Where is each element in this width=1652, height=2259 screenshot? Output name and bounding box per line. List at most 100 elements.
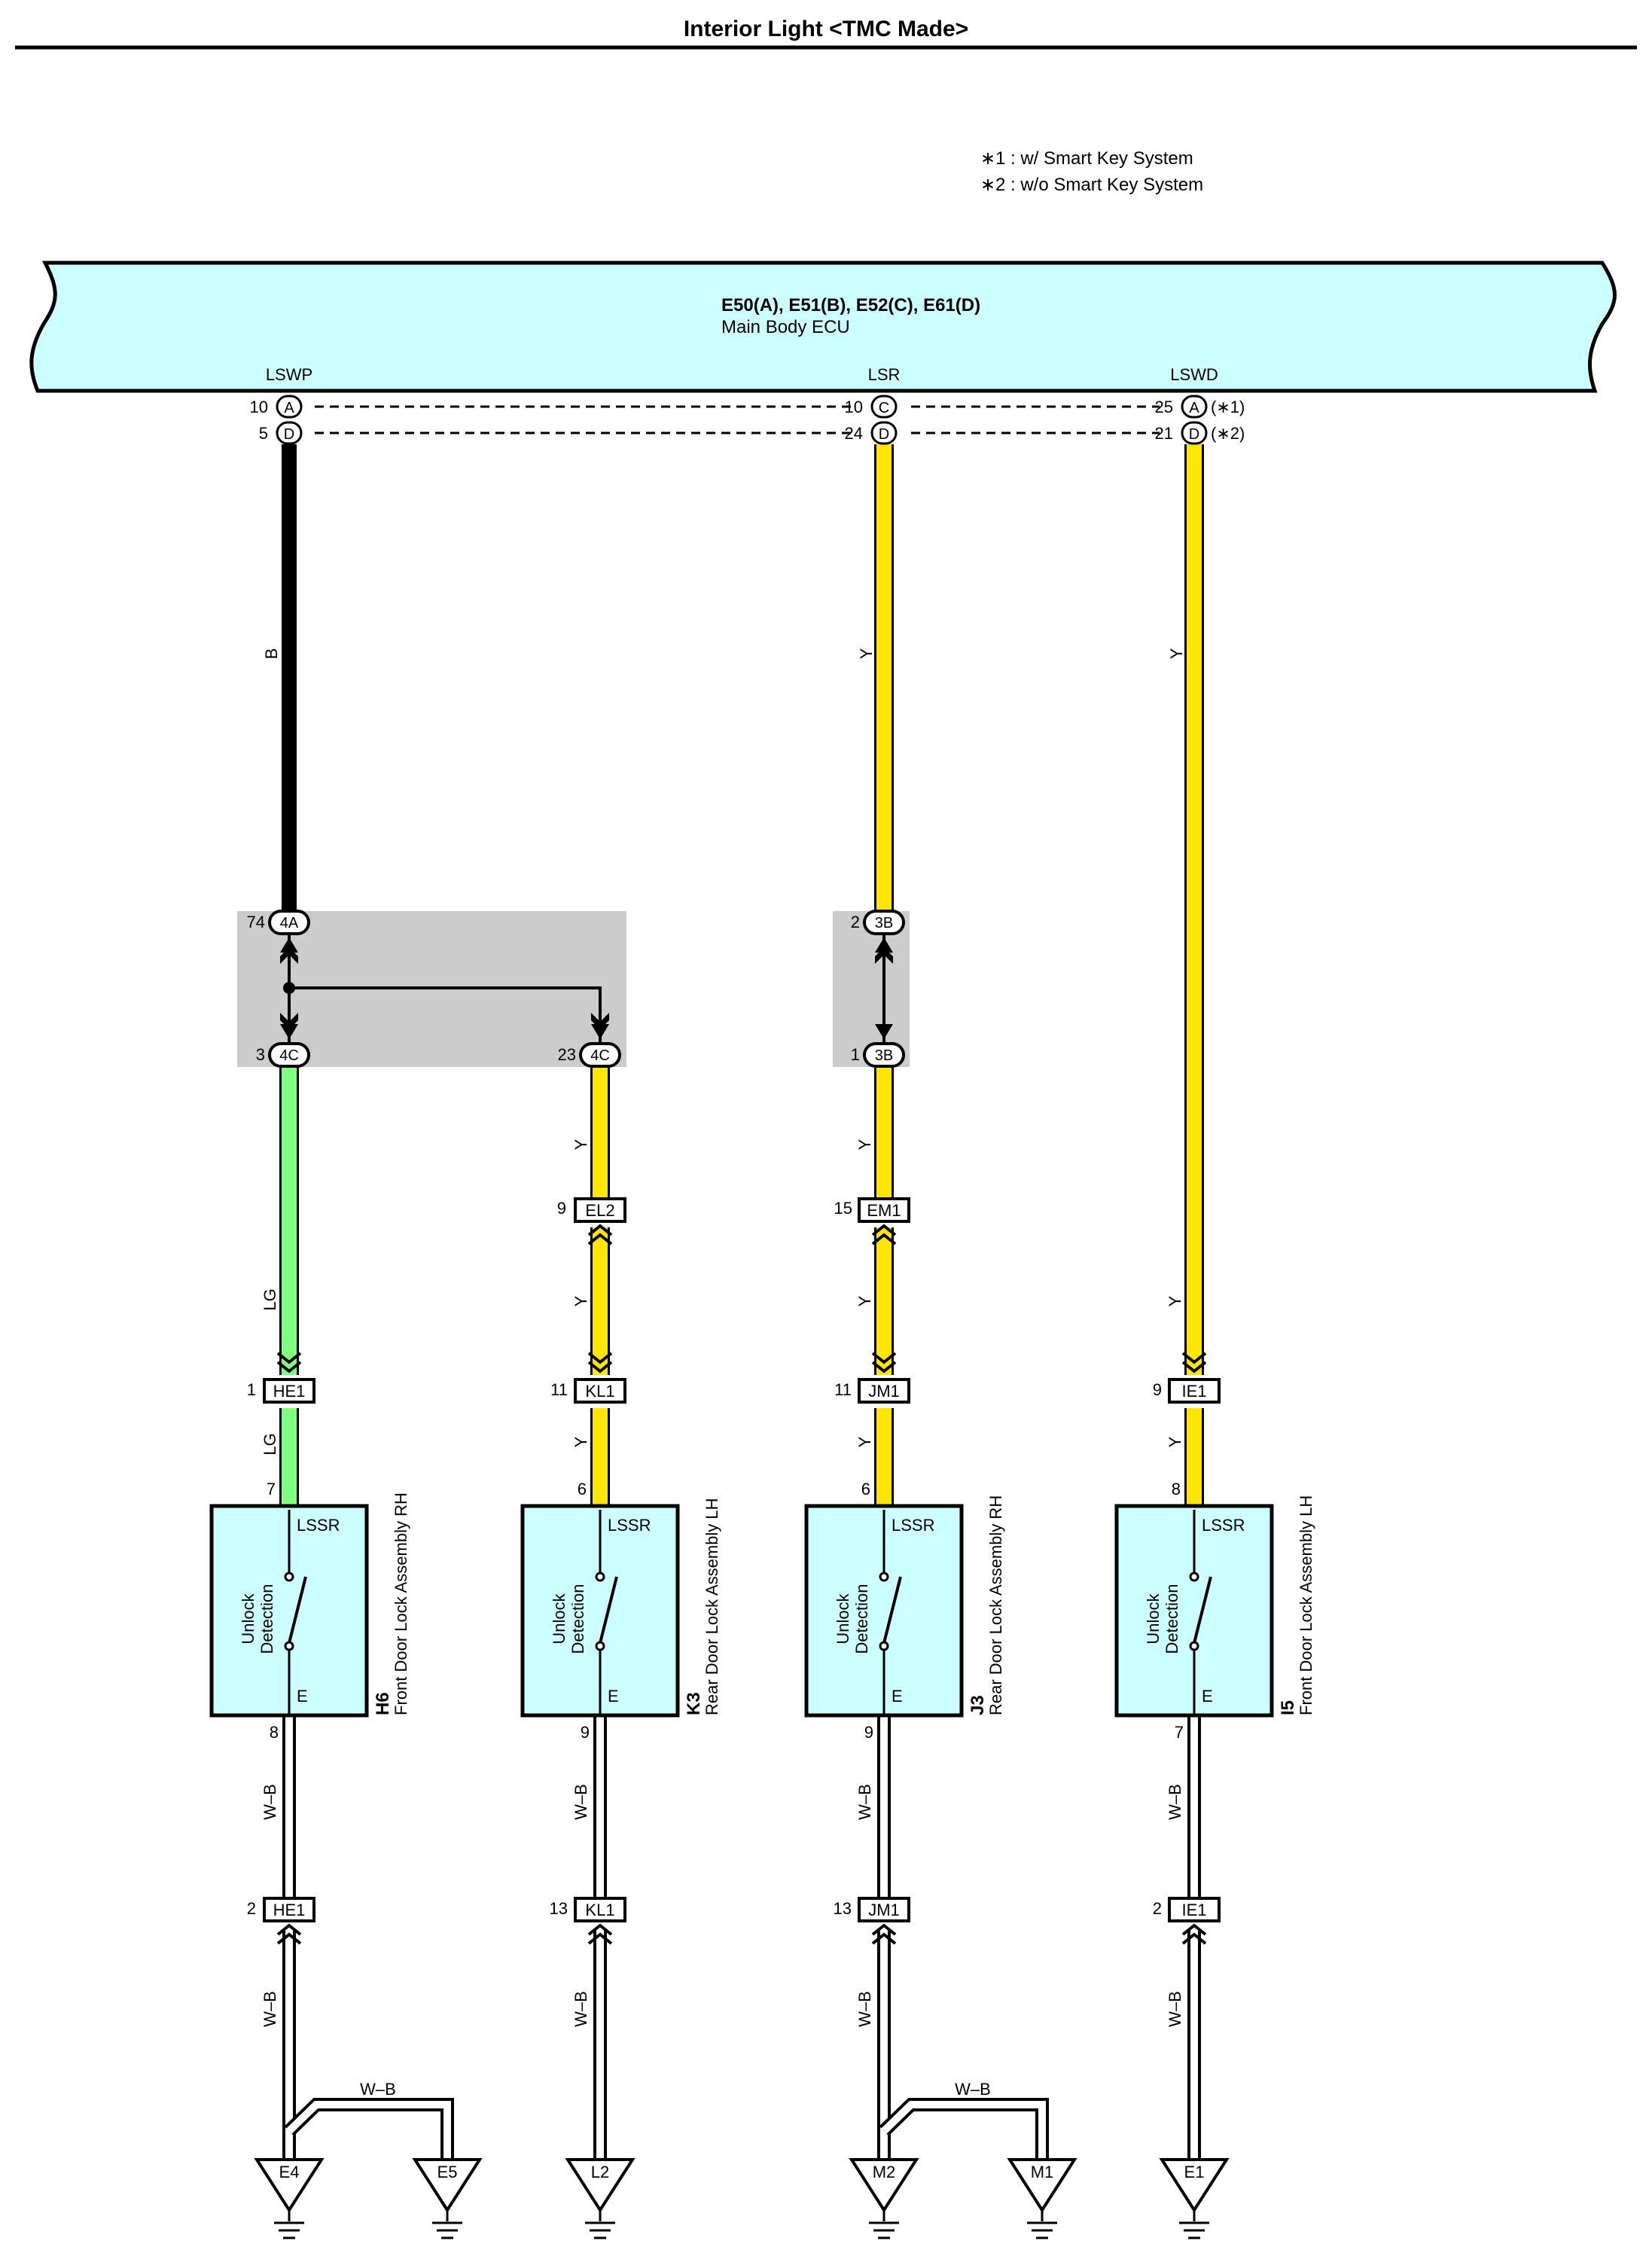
main-body-ecu: E50(A), E51(B), E52(C), E61(D) Main Body… [29,261,1617,393]
ecu-pin-lsr-d: 24 D [845,421,898,445]
switch-terminal-top: LSSR [297,1516,340,1535]
component-pin-bottom: 8 [270,1723,279,1742]
note-mark-1: ∗ [980,148,995,169]
pin-connector: D [1189,426,1199,443]
pin-number: 23 [558,1045,576,1064]
wire-color-lg: LG [261,1433,279,1455]
ground-label: E4 [279,2163,300,2181]
connector-pin: 1 [247,1380,256,1399]
wire-color-y: Y [855,1295,874,1306]
switch-terminal-bottom: E [608,1687,619,1706]
ground-label: L2 [591,2163,609,2181]
ground-m1: M1 [1007,2158,1077,2239]
connector-pin: 11 [550,1380,568,1399]
switch-function-1: Unlock [239,1593,258,1644]
ground-e5: E5 [412,2158,483,2239]
ground-label: M1 [1031,2163,1054,2181]
wire-color-wb: W–B [360,2080,396,2099]
wire-color-wb: W–B [571,1991,590,2027]
pin-number: 74 [247,913,265,931]
switch-terminal-bottom: E [1202,1687,1213,1706]
terminal-lsr: LSR [868,365,901,384]
note-2: 2 : w/o Smart Key System [995,175,1203,195]
connector-name: EL2 [585,1201,614,1220]
ground-e4: E4 [254,2158,325,2239]
switch-function-2: Detection [568,1584,587,1654]
ground-m2: M2 [849,2158,919,2239]
component-pin-bottom: 7 [1175,1723,1184,1742]
component-code: H6 [373,1692,393,1715]
junction-pin-1: 1 3B [851,1042,905,1068]
connector-jm1-top: 11 JM1 [834,1352,910,1404]
connector-ie1-bot: 2 IE1 [1153,1897,1221,1945]
pin-connector: C [879,400,889,416]
connector-ie1-top: 9 IE1 [1153,1352,1221,1404]
junction-pins: 74 4A 3 4C 23 4C 2 3B 1 3B [247,910,905,1068]
switch-function-1: Unlock [834,1593,852,1644]
wire-color-y: Y [1166,1295,1184,1306]
connector-kl1-top: 11 KL1 [550,1352,626,1404]
component-code: K3 [684,1692,704,1715]
pin-number: 10 [845,398,863,416]
connector-name: IE1 [1181,1382,1206,1401]
wire-color-b: B [262,648,281,660]
ecu-box [29,261,1617,393]
pin-connector: A [284,400,294,416]
pin-number: 5 [259,424,268,443]
junction-splice-dot [283,982,295,994]
connector-pin: 2 [1153,1899,1162,1918]
pin-connector: 4A [280,915,299,931]
component-pin-top: 8 [1172,1480,1181,1498]
switch-function-1: Unlock [550,1593,568,1644]
note-ref-1: (∗1) [1211,398,1245,416]
wire-color-wb: W–B [955,2080,991,2099]
ground-e1: E1 [1159,2158,1230,2239]
notes: ∗ 1 : w/ Smart Key System ∗ 2 : w/o Smar… [980,148,1203,195]
component-name: Rear Door Lock Assembly RH [986,1495,1005,1715]
pin-connector: 3B [875,1047,893,1064]
wire-color-wb: W–B [855,1784,874,1820]
wires-white-black [282,1715,1201,2161]
pin-connector: A [1189,400,1199,416]
connector-name: EM1 [867,1201,901,1220]
page-title: Interior Light <TMC Made> [684,17,968,41]
switch-terminal-top: LSSR [608,1516,651,1535]
pin-number: 10 [250,398,268,416]
connector-pin: 13 [550,1899,568,1918]
connector-pin: 9 [1153,1380,1162,1399]
connector-pin: 13 [834,1899,852,1918]
ecu-connectors: E50(A), E51(B), E52(C), E61(D) [721,295,980,316]
inline-connectors: 9 EL2 15 EM1 1 HE1 11 KL1 [247,1197,1221,1945]
ground-label: E1 [1184,2163,1205,2181]
connector-name: KL1 [585,1382,614,1401]
wire-color-y: Y [571,1139,590,1150]
junction-pin-2: 2 3B [851,910,905,935]
connector-he1-top: 1 HE1 [247,1352,315,1404]
connector-jm1-bot: 13 JM1 [834,1897,910,1945]
ecu-pin-lswd-d: 21 D (∗2) [1155,421,1245,445]
connector-name: JM1 [868,1901,900,1919]
pin-connector: 4C [279,1047,299,1064]
wire-color-lg: LG [261,1288,279,1310]
wire-color-labels: B Y Y LG Y Y Y Y Y LG Y Y Y W–B W–B W–B … [261,648,1186,2099]
switch-function-2: Detection [1163,1584,1181,1654]
pin-connector: D [879,426,889,443]
pin-connector: 4C [590,1047,610,1064]
connector-pin: 9 [557,1199,566,1218]
component-pin-top: 7 [267,1480,276,1498]
pin-number: 21 [1155,424,1173,443]
note-ref-2: (∗2) [1211,424,1245,443]
ecu-pin-lswp-d: 5 D [259,421,303,445]
wire-color-y: Y [1167,648,1186,659]
component-name: Front Door Lock Assembly RH [392,1492,410,1715]
connector-name: KL1 [585,1901,614,1919]
connector-el2: 9 EL2 [557,1197,626,1245]
component-pin-top: 6 [861,1480,870,1498]
connector-kl1-bot: 13 KL1 [550,1897,626,1945]
switch-terminal-bottom: E [892,1687,903,1706]
junction-pin-23: 23 4C [558,1042,621,1068]
switch-terminal-top: LSSR [1202,1516,1245,1535]
connector-pin: 15 [834,1199,852,1218]
component-h6: 7 LSSR Unlock Detection E 8 H6 Front Doo… [209,1480,410,1742]
